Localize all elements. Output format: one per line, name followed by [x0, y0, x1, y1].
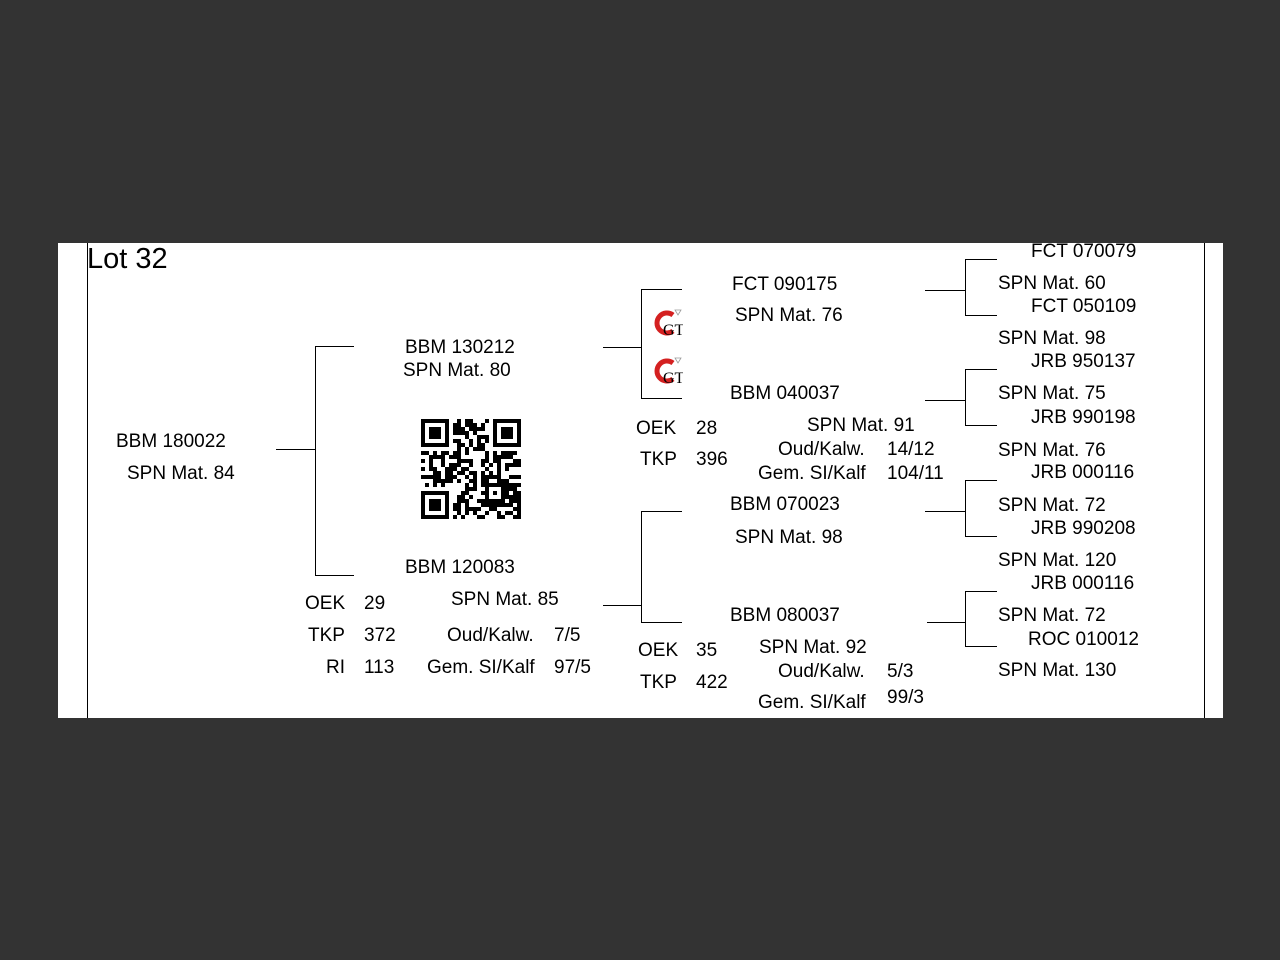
- sire-dam-oud-value: 14/12: [887, 439, 935, 460]
- page-left-border: [87, 243, 88, 718]
- dam-dam-id: BBM 080037: [730, 605, 840, 626]
- sire-dam-oek-label: OEK: [636, 418, 677, 439]
- connector: [641, 622, 682, 623]
- gen4-id: FCT 070079: [1031, 243, 1137, 262]
- connector: [965, 369, 966, 426]
- dam-sire-id: BBM 070023: [730, 494, 840, 515]
- dam-gem-value: 97/5: [554, 657, 591, 678]
- dam-id: BBM 120083: [405, 557, 515, 578]
- sire-sire-spn: SPN Mat. 76: [735, 305, 843, 326]
- sire-dam-tkp-label: TKP: [640, 449, 677, 470]
- gt-logo-icon: GT: [654, 309, 683, 339]
- qr-code-icon: [421, 419, 521, 519]
- dam-dam-tkp-value: 422: [696, 672, 728, 693]
- logo-text: GT: [663, 322, 683, 339]
- connector: [641, 511, 642, 623]
- dam-dam-gem-value: 99/3: [887, 687, 924, 708]
- connector: [925, 511, 965, 512]
- connector: [925, 290, 965, 291]
- lot-title: Lot 32: [87, 243, 168, 275]
- gen4-spn: SPN Mat. 130: [998, 660, 1117, 681]
- gen4-spn: SPN Mat. 98: [998, 328, 1106, 349]
- connector: [641, 289, 682, 290]
- sire-spn: SPN Mat. 80: [403, 360, 511, 381]
- sire-dam-tkp-value: 396: [696, 449, 728, 470]
- connector: [965, 591, 997, 592]
- gen4-spn: SPN Mat. 75: [998, 383, 1106, 404]
- connector: [965, 591, 966, 647]
- connector: [965, 425, 997, 426]
- dam-dam-oek-value: 35: [696, 640, 718, 661]
- sire-dam-oud-label: Oud/Kalw.: [778, 439, 865, 460]
- connector: [315, 575, 354, 576]
- connector: [641, 511, 682, 512]
- sire-sire-id: FCT 090175: [732, 274, 838, 295]
- connector: [927, 622, 965, 623]
- animal-id: BBM 180022: [116, 431, 226, 452]
- dam-dam-tkp-label: TKP: [640, 672, 677, 693]
- connector: [315, 346, 316, 576]
- dam-dam-oud-value: 5/3: [887, 661, 914, 682]
- dam-ri-label: RI: [326, 657, 345, 678]
- gen4-id: JRB 990198: [1031, 407, 1136, 428]
- connector: [965, 259, 966, 316]
- gen4-id: JRB 000116: [1031, 462, 1135, 483]
- dam-dam-oek-label: OEK: [638, 640, 679, 661]
- dam-ri-value: 113: [364, 657, 395, 678]
- connector: [276, 449, 315, 450]
- connector: [965, 646, 997, 647]
- dam-gem-label: Gem. SI/Kalf: [427, 657, 535, 678]
- connector: [965, 315, 997, 316]
- dam-dam-spn: SPN Mat. 92: [759, 637, 867, 658]
- dam-dam-oud-label: Oud/Kalw.: [778, 661, 865, 682]
- sire-dam-oek-value: 28: [696, 418, 718, 439]
- connector: [603, 605, 641, 606]
- page-right-border: [1204, 243, 1205, 718]
- gen4-id: JRB 990208: [1031, 518, 1136, 539]
- connector: [925, 400, 965, 401]
- gen4-spn: SPN Mat. 76: [998, 440, 1106, 461]
- gen4-spn: SPN Mat. 60: [998, 273, 1106, 294]
- dam-oek-value: 29: [364, 593, 386, 614]
- gen4-spn: SPN Mat. 120: [998, 550, 1117, 571]
- connector: [965, 480, 966, 537]
- gt-logo-icon: GT: [654, 357, 683, 387]
- gen4-spn: SPN Mat. 72: [998, 605, 1106, 626]
- connector: [641, 398, 682, 399]
- connector: [315, 346, 354, 347]
- gen4-id: FCT 050109: [1031, 296, 1137, 317]
- animal-spn: SPN Mat. 84: [127, 463, 235, 484]
- dam-oud-label: Oud/Kalw.: [447, 625, 534, 646]
- gen4-id: JRB 000116: [1031, 573, 1135, 594]
- connector: [965, 480, 997, 481]
- sire-dam-id: BBM 040037: [730, 383, 840, 404]
- sire-dam-gem-value: 104/11: [887, 463, 944, 484]
- connector: [965, 259, 997, 260]
- sire-dam-gem-label: Gem. SI/Kalf: [758, 463, 866, 484]
- connector: [965, 536, 997, 537]
- connector: [965, 369, 997, 370]
- sire-dam-spn: SPN Mat. 91: [807, 415, 915, 436]
- dam-tkp-label: TKP: [308, 625, 345, 646]
- sire-id: BBM 130212: [405, 337, 515, 358]
- logo-text: GT: [663, 370, 683, 387]
- pedigree-page: Lot 32 BBM 180022 SPN Mat. 84 BBM 130212…: [58, 243, 1223, 718]
- dam-tkp-value: 372: [364, 625, 396, 646]
- dam-oek-label: OEK: [305, 593, 346, 614]
- connector: [603, 347, 641, 348]
- dam-spn: SPN Mat. 85: [451, 589, 559, 610]
- gen4-spn: SPN Mat. 72: [998, 495, 1106, 516]
- gen4-id: JRB 950137: [1031, 351, 1136, 372]
- connector: [641, 289, 642, 399]
- dam-sire-spn: SPN Mat. 98: [735, 527, 843, 548]
- gen4-id: ROC 010012: [1028, 629, 1139, 650]
- dam-dam-gem-label: Gem. SI/Kalf: [758, 692, 866, 713]
- dam-oud-value: 7/5: [554, 625, 581, 646]
